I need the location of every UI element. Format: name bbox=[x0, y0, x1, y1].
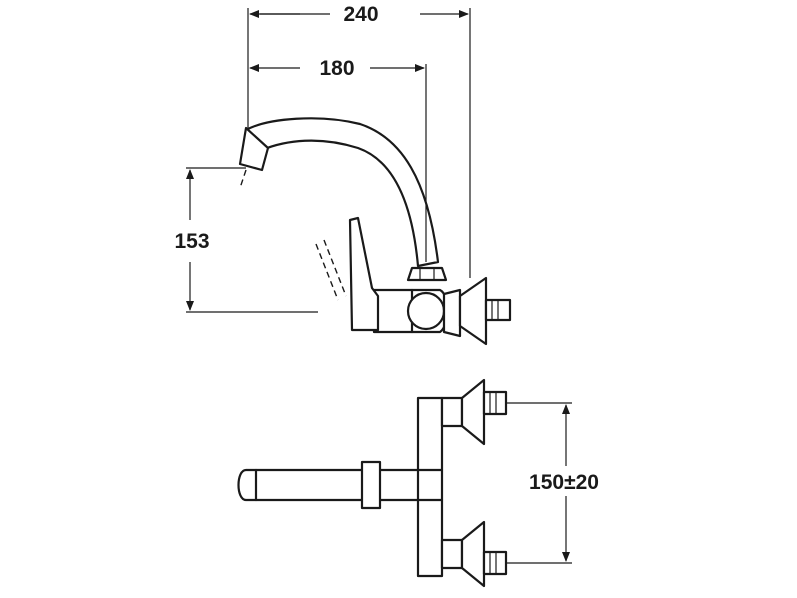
dimension-inlet-spacing: 150±20 bbox=[529, 471, 599, 494]
top-lower-flange bbox=[460, 520, 486, 588]
top-upper-inlet bbox=[482, 390, 508, 416]
top-view: 150±20 bbox=[237, 378, 599, 588]
top-spout bbox=[237, 468, 443, 502]
spout-nozzle bbox=[238, 126, 270, 172]
side-view: 240 180 153 bbox=[174, 3, 512, 346]
dimension-spout-reach: 180 bbox=[319, 57, 354, 80]
lever-handle bbox=[348, 216, 380, 332]
top-swivel-collar bbox=[360, 460, 382, 510]
top-upper-nut bbox=[440, 396, 464, 428]
swivel-nut bbox=[406, 266, 448, 282]
lever-alt-position bbox=[315, 243, 339, 301]
dimension-total-reach: 240 bbox=[343, 3, 378, 26]
top-upper-flange bbox=[460, 378, 486, 446]
inlet-nut bbox=[442, 288, 462, 338]
spout-arch bbox=[244, 117, 440, 268]
wall-flange bbox=[458, 276, 488, 346]
body-boss bbox=[406, 291, 446, 331]
dimension-spout-height: 153 bbox=[174, 230, 209, 253]
top-lower-nut bbox=[440, 538, 464, 570]
top-body bbox=[416, 396, 444, 578]
top-lower-inlet bbox=[482, 550, 508, 576]
spout-flow-line bbox=[239, 169, 247, 189]
